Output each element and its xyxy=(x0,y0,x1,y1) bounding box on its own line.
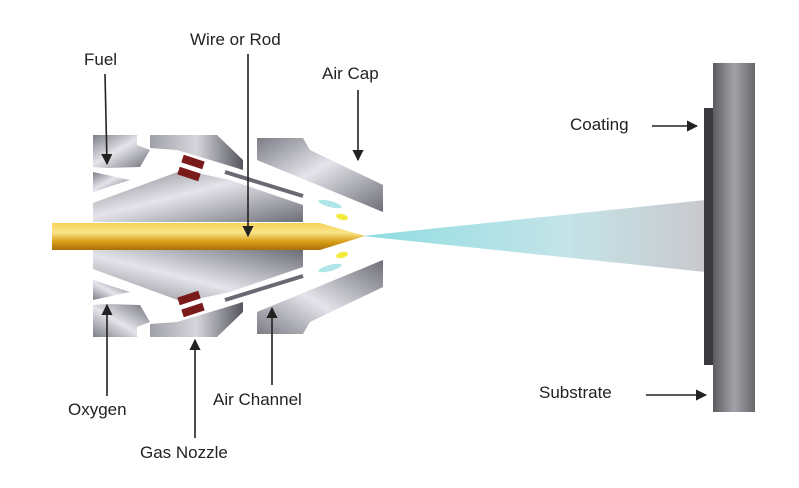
label-coating: Coating xyxy=(570,115,629,134)
label-oxygen: Oxygen xyxy=(68,400,127,419)
label-air-channel: Air Channel xyxy=(213,390,302,409)
inner-block xyxy=(93,170,303,222)
air-cap-upper xyxy=(257,138,383,212)
label-substrate: Substrate xyxy=(539,383,612,402)
leader-arrows xyxy=(101,54,708,438)
gun-upper-half xyxy=(93,135,383,222)
label-gas-nozzle: Gas Nozzle xyxy=(140,443,228,462)
label-wire-or-rod: Wire or Rod xyxy=(190,30,281,49)
gun-lower-half xyxy=(91,248,385,339)
wire-rod xyxy=(52,223,365,250)
spray-plume xyxy=(362,200,705,272)
fuel-housing xyxy=(93,135,150,168)
oxygen-wedge xyxy=(93,172,130,192)
coating-layer xyxy=(704,108,713,365)
label-fuel: Fuel xyxy=(84,50,118,69)
gas-nozzle-top xyxy=(150,135,243,170)
substrate xyxy=(713,63,755,412)
label-air-cap: Air Cap xyxy=(322,64,379,83)
fuel-arrow xyxy=(101,73,113,166)
